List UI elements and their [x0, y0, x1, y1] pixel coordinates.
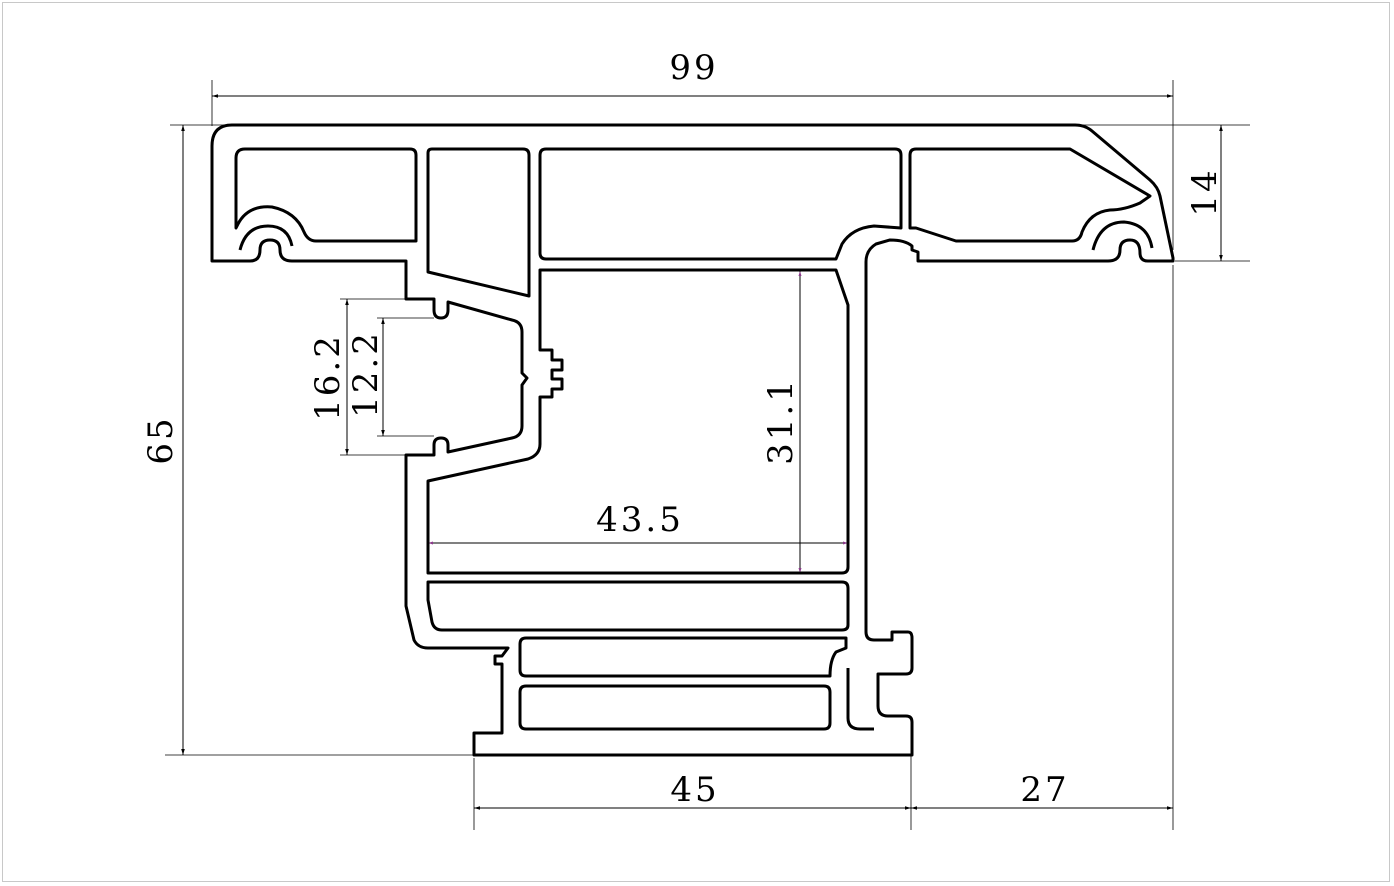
dimension-lines	[181, 94, 1223, 810]
label-27: 27	[1020, 770, 1069, 810]
chamber-lower	[426, 580, 850, 632]
chamber-top-left	[234, 147, 418, 243]
chamber-bottom-upper	[518, 636, 848, 678]
label-12-2: 12.2	[346, 330, 386, 418]
hook-right	[1091, 220, 1154, 251]
hook-left	[238, 224, 294, 251]
label-45: 45	[670, 770, 719, 810]
chamber-bottom-lower	[518, 684, 832, 731]
label-31-1: 31.1	[761, 377, 801, 465]
label-14: 14	[1185, 167, 1225, 216]
label-43-5: 43.5	[596, 500, 684, 540]
extension-lines	[165, 80, 1250, 830]
channel-right-slot	[846, 668, 874, 731]
label-99: 99	[669, 48, 718, 88]
label-65: 65	[141, 415, 181, 464]
chamber-top-right	[908, 147, 1152, 243]
chamber-main	[426, 268, 850, 575]
profile-outer-contour	[210, 123, 1175, 757]
label-16-2: 16.2	[308, 333, 348, 421]
chamber-top-mid-left	[426, 147, 531, 298]
aluminium-profile	[210, 123, 1175, 757]
dimension-labels: 99 65 14 16.2 12.2 31.1 43.5 45 27	[141, 48, 1225, 810]
chamber-top-center	[538, 147, 903, 261]
